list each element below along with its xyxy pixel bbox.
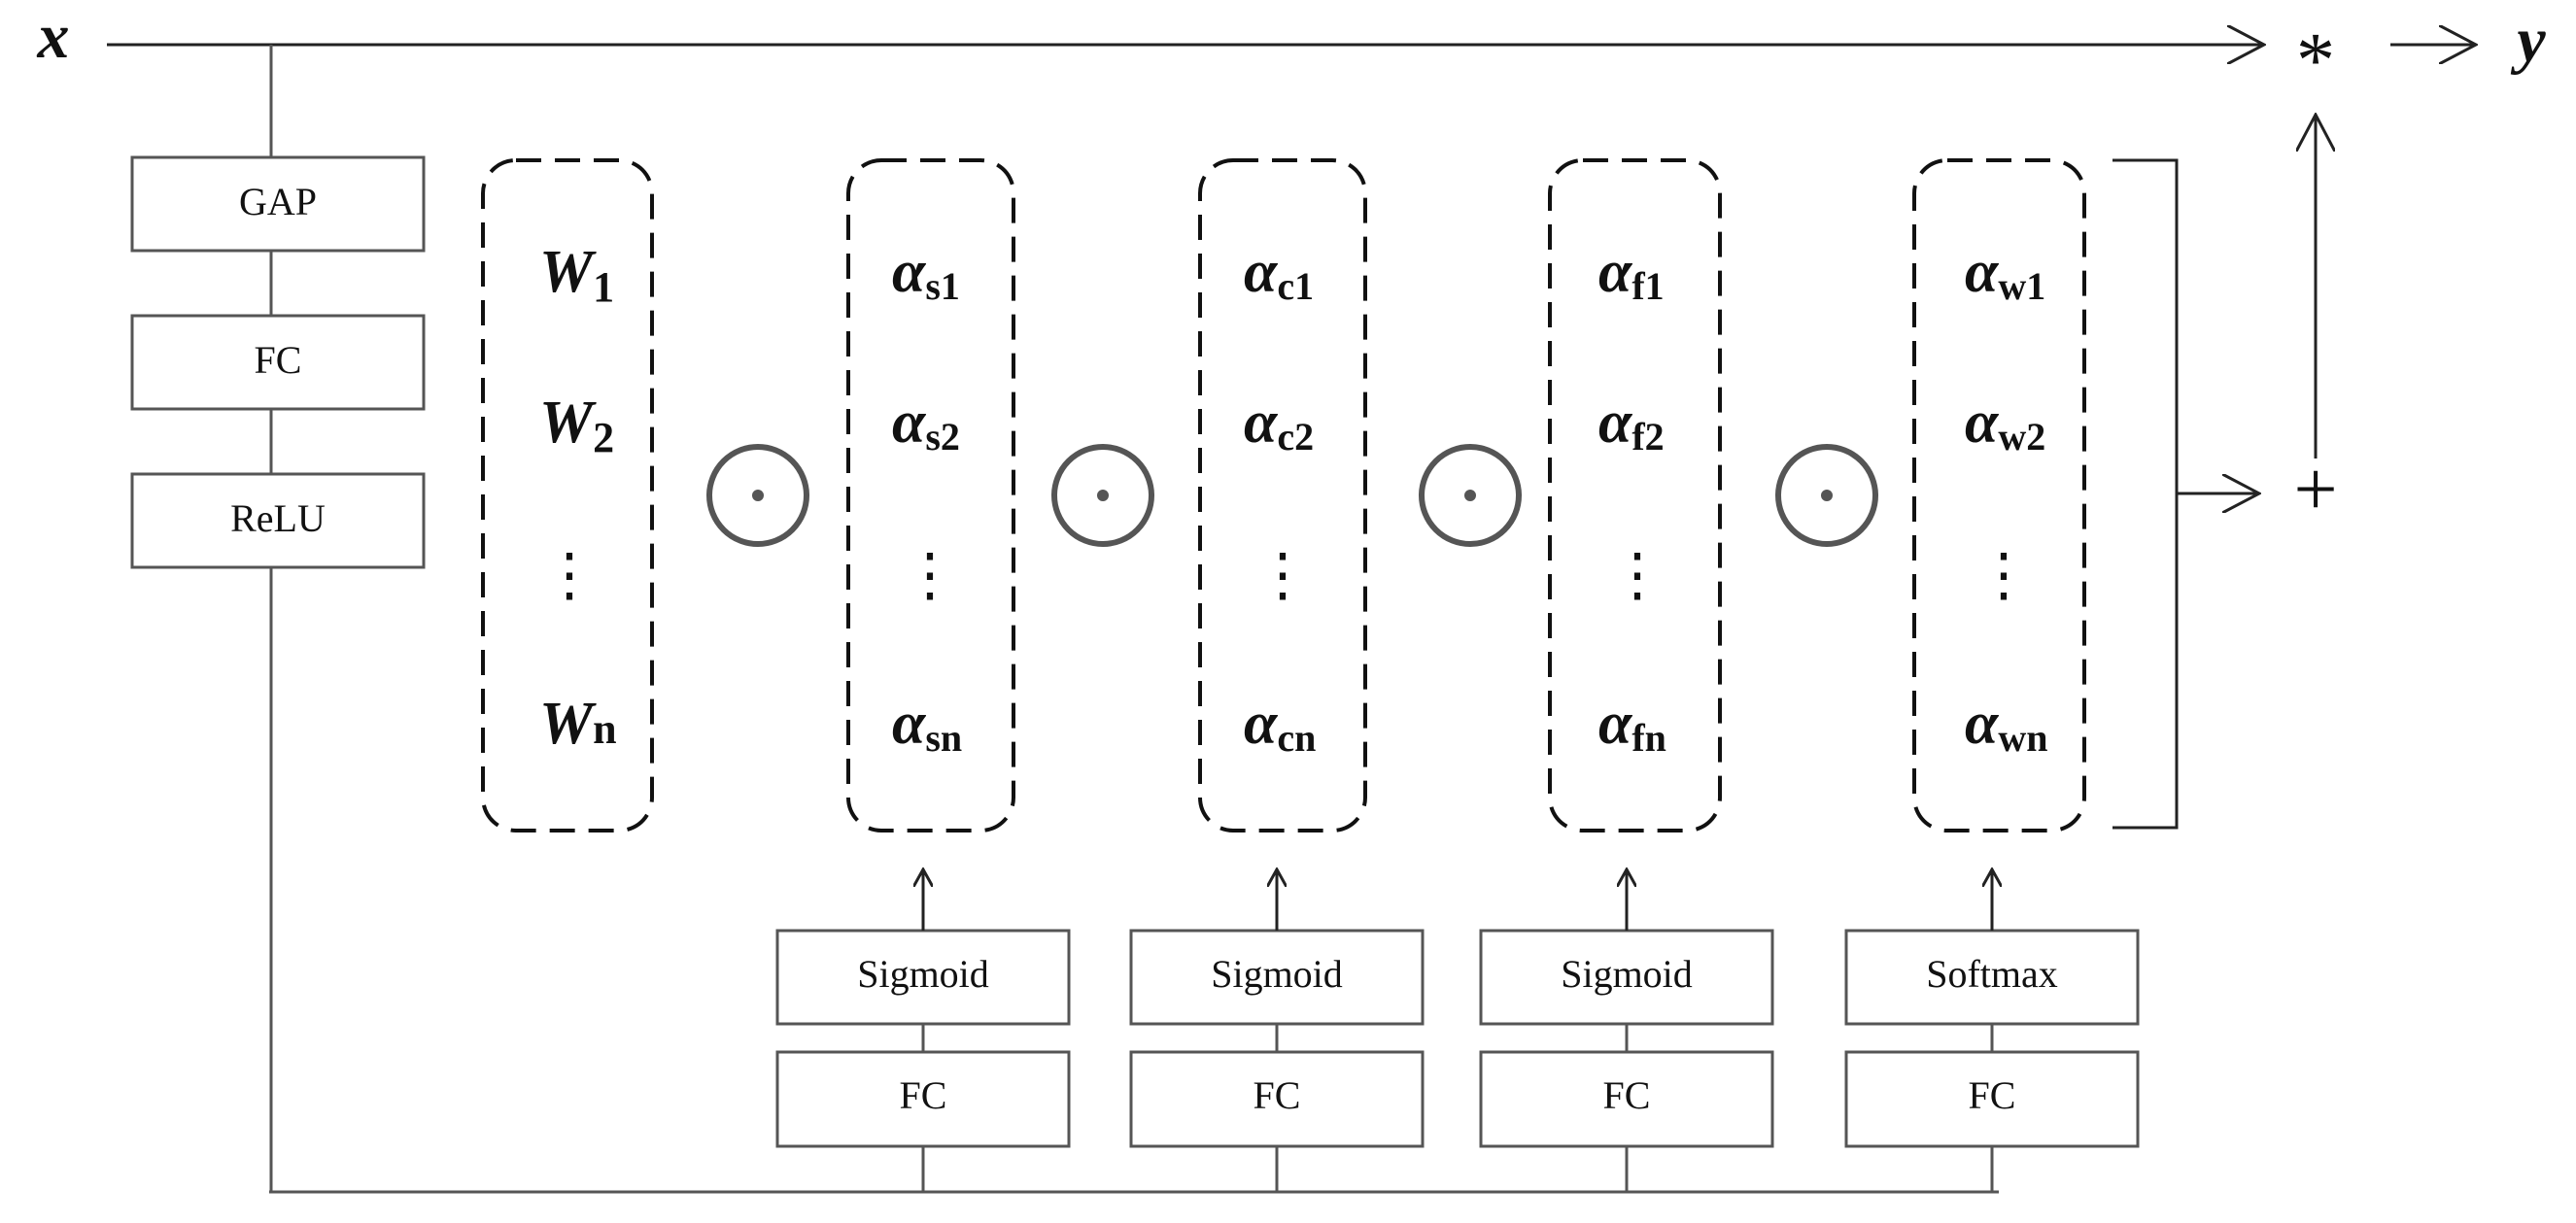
alpha-w-dashed-box — [1912, 158, 2086, 832]
hadamard-operator-icon — [1051, 444, 1154, 547]
alpha-ellipsis: ⋮ — [1975, 543, 2033, 607]
fc-label: FC — [1969, 1073, 2016, 1117]
activation-label: Softmax — [1926, 952, 2058, 996]
hadamard-operator-icon — [1775, 444, 1878, 547]
branch-c: FC Sigmoid — [1129, 869, 1425, 1192]
alpha-ellipsis: ⋮ — [1608, 543, 1666, 607]
output-y-label: y — [2510, 5, 2546, 76]
alpha-f-dashed-box — [1548, 158, 1722, 832]
hadamard-dot — [752, 490, 764, 501]
weight-item: W1 — [539, 239, 614, 311]
alpha-item: αwn — [1965, 691, 2047, 760]
alpha-item: αs1 — [892, 239, 960, 308]
alpha-item: αf1 — [1598, 239, 1665, 308]
alpha-column-s: αs1 αs2 ⋮ αsn — [846, 158, 1015, 832]
weight-item: Wn — [539, 691, 617, 757]
alpha-item: αw2 — [1965, 390, 2045, 459]
hadamard-operators — [706, 444, 1878, 547]
relu-label: ReLU — [230, 496, 326, 540]
alpha-column-w: αw1 αw2 ⋮ αwn — [1912, 158, 2086, 832]
activation-label: Sigmoid — [1211, 952, 1343, 996]
alpha-item: αcn — [1244, 691, 1316, 760]
alpha-column-c: αc1 αc2 ⋮ αcn — [1198, 158, 1367, 832]
alpha-item: αsn — [892, 691, 962, 760]
gap-label: GAP — [239, 180, 317, 223]
hadamard-operator-icon — [706, 444, 809, 547]
fc-box — [1479, 1050, 1774, 1148]
sigmoid-box — [1479, 929, 1774, 1026]
hadamard-dot — [1097, 490, 1109, 501]
activation-label: Sigmoid — [857, 952, 989, 996]
branch-w: FC Softmax — [1844, 869, 2140, 1192]
fc-label: FC — [1254, 1073, 1301, 1117]
fc-label: FC — [255, 338, 302, 382]
branch-s: FC Sigmoid — [775, 869, 1071, 1192]
alpha-ellipsis: ⋮ — [1254, 543, 1312, 607]
branch-f: FC Sigmoid — [1479, 869, 1774, 1192]
alpha-item: αs2 — [892, 390, 960, 459]
alpha-item: αc2 — [1244, 390, 1314, 459]
fc-box — [1844, 1050, 2140, 1148]
weight-ellipsis: ⋮ — [540, 543, 599, 607]
summation-bracket — [2112, 158, 2179, 830]
alpha-ellipsis: ⋮ — [901, 543, 959, 607]
multiply-operator: * — [2296, 17, 2335, 103]
alpha-item: αc1 — [1244, 239, 1314, 308]
softmax-box — [1844, 929, 2140, 1026]
alpha-column-f: αf1 αf2 ⋮ αfn — [1548, 158, 1722, 832]
left-stack: GAP FC ReLU — [130, 155, 426, 569]
weight-item: W2 — [539, 390, 614, 461]
weights-column: W1 W2 ⋮ Wn — [481, 158, 654, 832]
input-x-label: x — [37, 1, 70, 72]
hadamard-dot — [1821, 490, 1833, 501]
plus-operator: + — [2293, 447, 2337, 532]
hadamard-dot — [1464, 490, 1476, 501]
alpha-item: αw1 — [1965, 239, 2045, 308]
gap-box — [130, 155, 426, 253]
alpha-s-dashed-box — [846, 158, 1015, 832]
fc-box — [130, 314, 426, 411]
fc-label: FC — [1603, 1073, 1651, 1117]
fc-label: FC — [900, 1073, 947, 1117]
alpha-item: αf2 — [1598, 390, 1665, 459]
weights-dashed-box — [481, 158, 654, 832]
alpha-item: αfn — [1598, 691, 1666, 760]
alpha-c-dashed-box — [1198, 158, 1367, 832]
relu-box — [130, 472, 426, 569]
activation-label: Sigmoid — [1561, 952, 1693, 996]
hadamard-operator-icon — [1419, 444, 1522, 547]
